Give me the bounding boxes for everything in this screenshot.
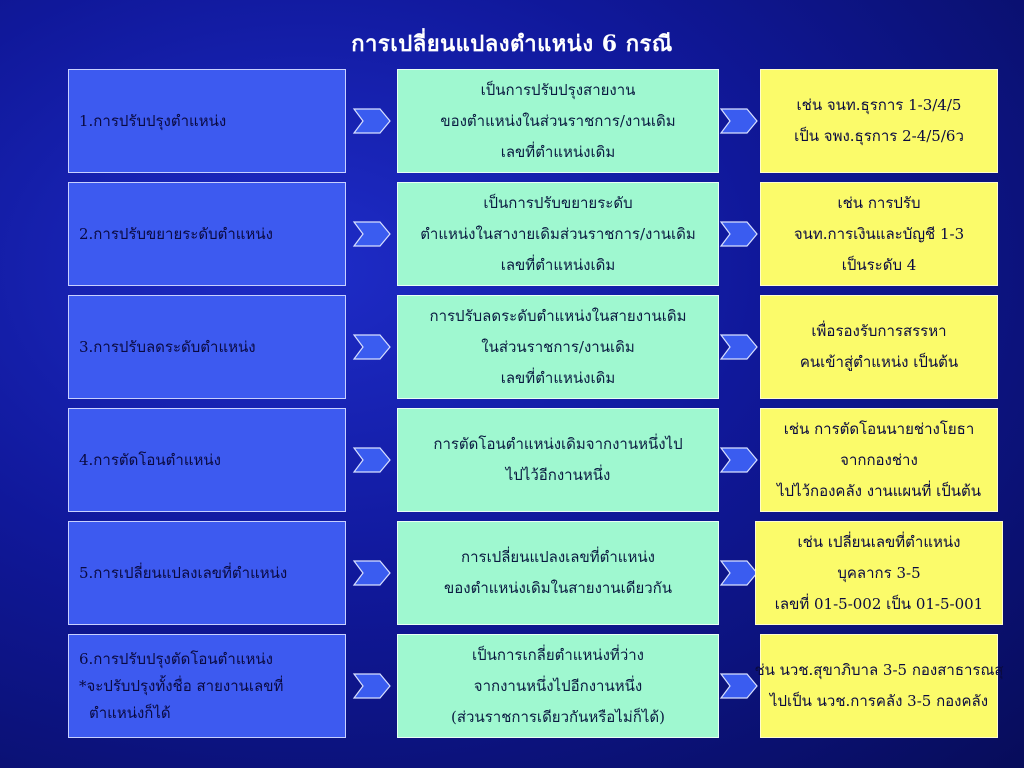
chevron-right-icon — [719, 221, 758, 247]
description-box: การปรับลดระดับตำแหน่งในสายงานเดิม ในส่วน… — [397, 295, 719, 399]
description-box: เป็นการปรับขยายระดับ ตำแหน่งในสางายเดิมส… — [397, 182, 719, 286]
chevron-right-icon — [352, 334, 391, 360]
slide-title: การเปลี่ยนแปลงตำแหน่ง 6 กรณี — [351, 31, 673, 57]
chevron-right-icon — [719, 108, 758, 134]
description-text: ในส่วนราชการ/งานเดิม — [481, 337, 635, 356]
chevron-right-icon — [352, 221, 391, 247]
chevron-right-icon — [352, 560, 391, 586]
row-3: 3.การปรับลดระดับตำแหน่ง การปรับลดระดับตำ… — [0, 295, 1024, 401]
example-text: เช่น จนท.ธุรการ 1-3/4/5 — [796, 96, 962, 114]
example-box: เช่น จนท.ธุรการ 1-3/4/5 เป็น จพง.ธุรการ … — [760, 69, 998, 173]
example-box: เช่น เปลี่ยนเลขที่ตำแหน่ง บุคลากร 3-5 เล… — [755, 521, 1003, 625]
category-box: 4.การตัดโอนตำแหน่ง — [68, 408, 346, 512]
chevron-right-icon — [352, 108, 391, 134]
category-text: 4.การตัดโอนตำแหน่ง — [79, 450, 221, 469]
example-text: เลขที่ 01-5-002 เป็น 01-5-001 — [774, 594, 984, 613]
description-box: การตัดโอนตำแหน่งเดิมจากงานหนึ่งไป ไปไว้อ… — [397, 408, 719, 512]
example-text: ไปไว้กองคลัง งานแผนที่ เป็นต้น — [776, 481, 982, 500]
row-5: 5.การเปลี่ยนแปลงเลขที่ตำแหน่ง การเปลี่ยน… — [0, 521, 1024, 627]
example-box: เพื่อรองรับการสรรหา คนเข้าสู่ตำแหน่ง เป็… — [760, 295, 998, 399]
example-text: คนเข้าสู่ตำแหน่ง เป็นต้น — [799, 353, 959, 371]
description-box: เป็นการเกลี่ยตำแหน่งที่ว่าง จากงานหนึ่งไ… — [397, 634, 719, 738]
example-text: เช่น การปรับ — [837, 193, 921, 212]
example-text: เพื่อรองรับการสรรหา — [811, 322, 947, 340]
example-box: ช่น นวช.สุขาภิบาล 3-5 กองสาธารณสุ ไปเป็น… — [754, 634, 1004, 738]
description-box: เป็นการปรับปรุงสายงาน ของตำแหน่งในส่วนรา… — [397, 69, 719, 173]
description-text: ของตำแหน่งในส่วนราชการ/งานเดิม — [440, 111, 676, 130]
example-text: เช่น เปลี่ยนเลขที่ตำแหน่ง — [797, 532, 961, 551]
description-text: การปรับลดระดับตำแหน่งในสายงานเดิม — [429, 306, 687, 325]
description-text: เลขที่ตำแหน่งเดิม — [500, 255, 616, 274]
row-2: 2.การปรับขยายระดับตำแหน่ง เป็นการปรับขยา… — [0, 182, 1024, 288]
category-text: *จะปรับปรุงทั้งชื่อ สายงานเลขที่ — [79, 676, 284, 695]
example-text: เช่น การตัดโอนนายช่างโยธา — [783, 419, 975, 438]
description-text: เป็นการปรับปรุงสายงาน — [480, 80, 636, 99]
description-text: เป็นการปรับขยายระดับ — [483, 193, 633, 212]
chevron-right-icon — [719, 673, 758, 699]
row-1: 1.การปรับปรุงตำแหน่ง เป็นการปรับปรุงสายง… — [0, 69, 1024, 175]
chevron-right-icon — [719, 560, 758, 586]
example-text: จากกองช่าง — [840, 450, 918, 469]
chevron-right-icon — [719, 447, 758, 473]
description-text: เลขที่ตำแหน่งเดิม — [500, 142, 616, 161]
category-text: 1.การปรับปรุงตำแหน่ง — [79, 111, 227, 130]
example-text: บุคลากร 3-5 — [837, 563, 921, 582]
description-text: จากงานหนึ่งไปอีกงานหนึ่ง — [473, 676, 643, 695]
example-box: เช่น การปรับ จนท.การเงินและบัญชี 1-3 เป็… — [760, 182, 998, 286]
category-box: 6.การปรับปรุงตัดโอนตำแหน่ง *จะปรับปรุงทั… — [68, 634, 346, 738]
chevron-right-icon — [719, 334, 758, 360]
description-text: (ส่วนราชการเดียวกันหรือไม่ก็ได้) — [451, 707, 665, 726]
description-text: การเปลี่ยนแปลงเลขที่ตำแหน่ง — [461, 548, 655, 566]
example-text: เป็น จพง.ธุรการ 2-4/5/6ว — [794, 127, 964, 145]
example-text: ช่น นวช.สุขาภิบาล 3-5 กองสาธารณสุ — [754, 661, 1004, 679]
category-text: 2.การปรับขยายระดับตำแหน่ง — [79, 224, 273, 243]
description-box: การเปลี่ยนแปลงเลขที่ตำแหน่ง ของตำแหน่งเด… — [397, 521, 719, 625]
row-6: 6.การปรับปรุงตัดโอนตำแหน่ง *จะปรับปรุงทั… — [0, 634, 1024, 740]
category-text: 5.การเปลี่ยนแปลงเลขที่ตำแหน่ง — [79, 563, 288, 582]
example-text: จนท.การเงินและบัญชี 1-3 — [793, 224, 965, 243]
chevron-right-icon — [352, 447, 391, 473]
description-text: เลขที่ตำแหน่งเดิม — [500, 368, 616, 387]
category-box: 3.การปรับลดระดับตำแหน่ง — [68, 295, 346, 399]
category-box: 1.การปรับปรุงตำแหน่ง — [68, 69, 346, 173]
description-text: ตำแหน่งในสางายเดิมส่วนราชการ/งานเดิม — [420, 224, 696, 243]
description-text: เป็นการเกลี่ยตำแหน่งที่ว่าง — [471, 645, 644, 664]
category-box: 5.การเปลี่ยนแปลงเลขที่ตำแหน่ง — [68, 521, 346, 625]
row-4: 4.การตัดโอนตำแหน่ง การตัดโอนตำแหน่งเดิมจ… — [0, 408, 1024, 514]
example-box: เช่น การตัดโอนนายช่างโยธา จากกองช่าง ไปไ… — [760, 408, 998, 512]
description-text: ของตำแหน่งเดิมในสายงานเดียวกัน — [443, 579, 672, 597]
chevron-right-icon — [352, 673, 391, 699]
category-box: 2.การปรับขยายระดับตำแหน่ง — [68, 182, 346, 286]
category-text: ตำแหน่งก็ได้ — [89, 703, 171, 722]
description-text: ไปไว้อีกงานหนึ่ง — [505, 466, 611, 484]
category-text: 6.การปรับปรุงตัดโอนตำแหน่ง — [79, 649, 273, 668]
category-text: 3.การปรับลดระดับตำแหน่ง — [79, 337, 256, 356]
description-text: การตัดโอนตำแหน่งเดิมจากงานหนึ่งไป — [433, 435, 683, 453]
example-text: ไปเป็น นวช.การคลัง 3-5 กองคลัง — [769, 692, 989, 710]
example-text: เป็นระดับ 4 — [841, 255, 917, 274]
